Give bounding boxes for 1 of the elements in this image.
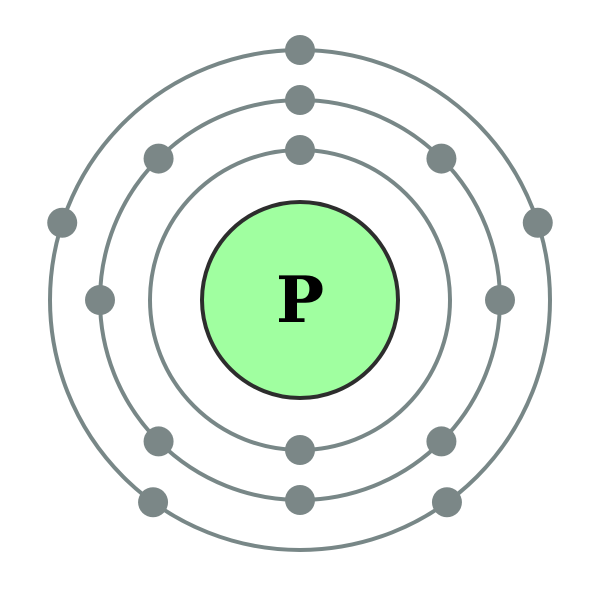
nucleus-circle: P <box>200 200 400 400</box>
